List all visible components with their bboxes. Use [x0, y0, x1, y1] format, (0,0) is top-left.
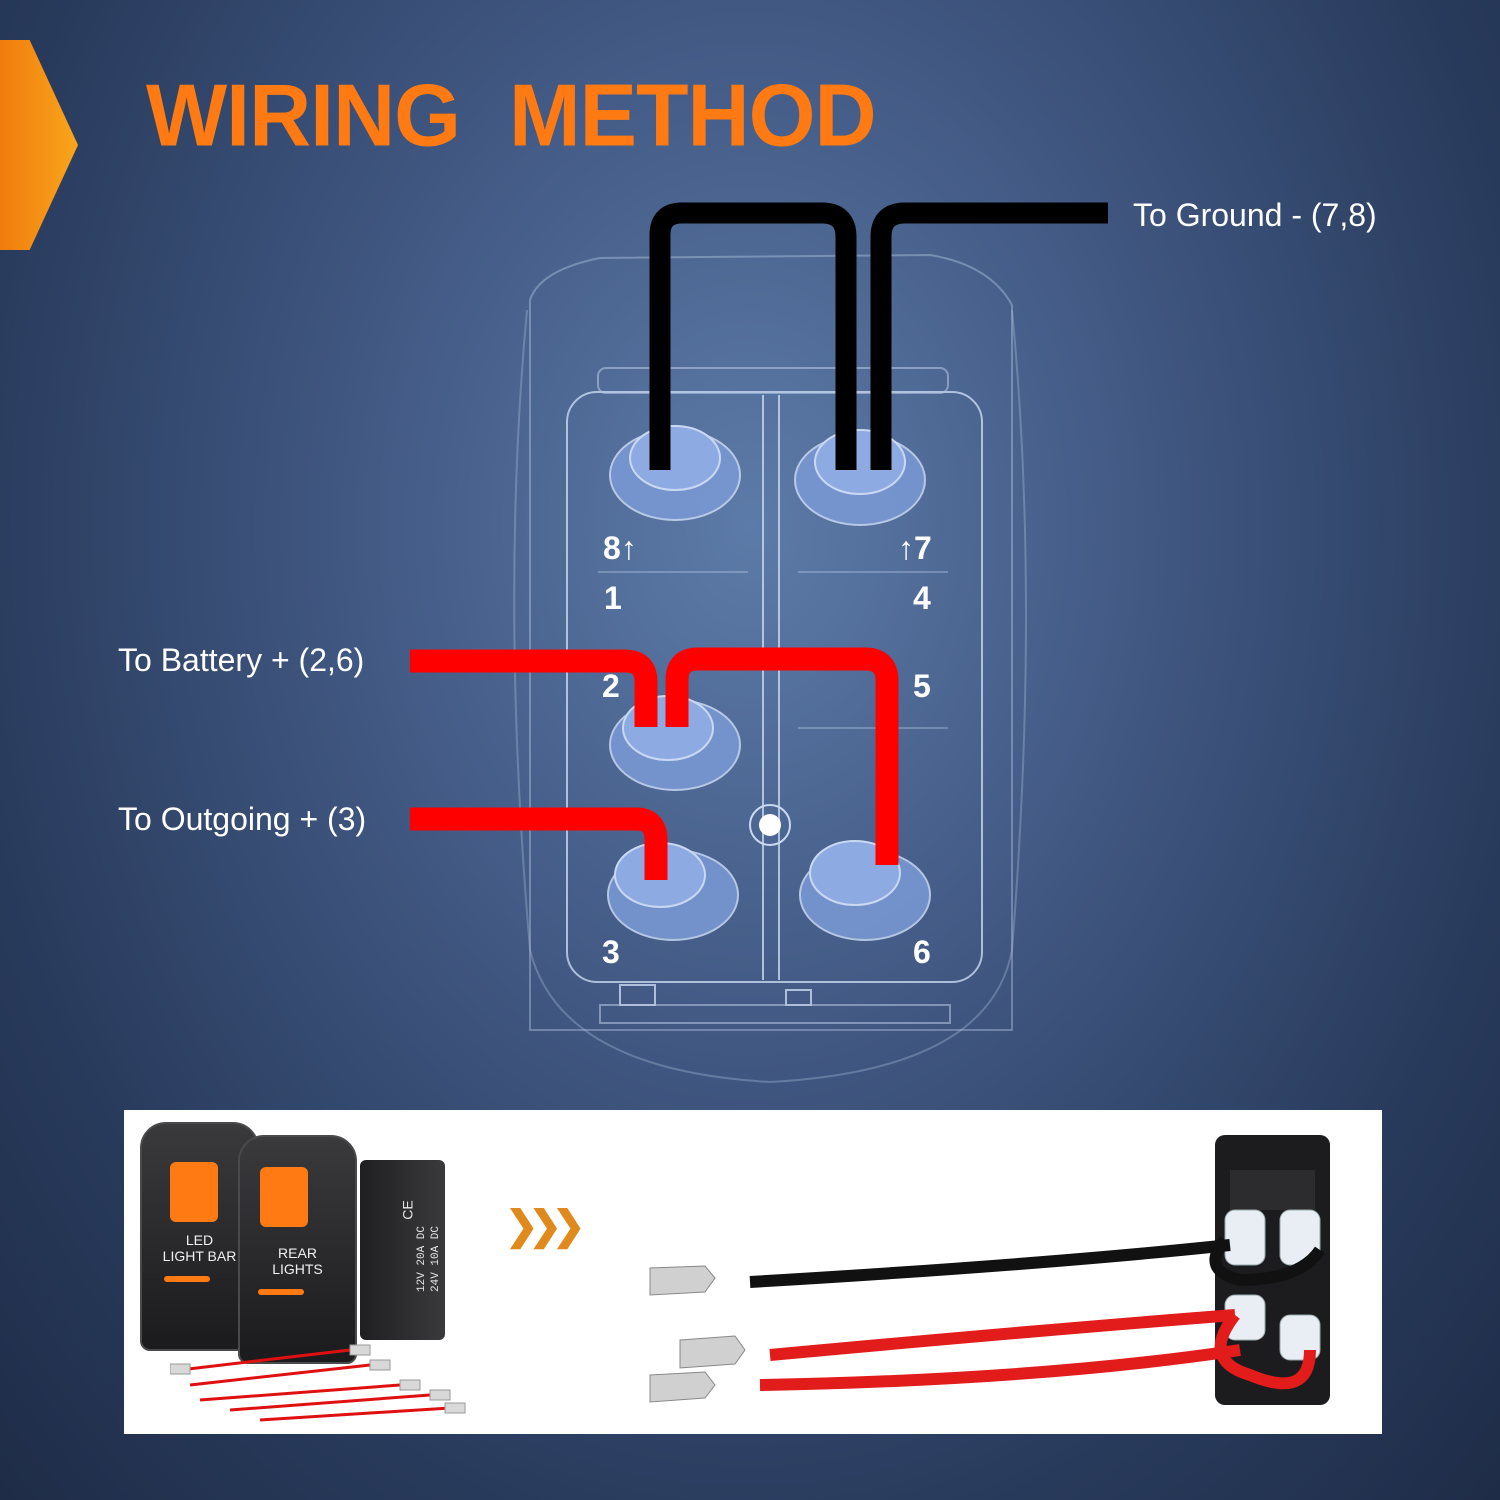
switch1-indicator — [164, 1276, 210, 1282]
pin-label-5: 5 — [913, 668, 931, 704]
pin-label-2: 2 — [602, 668, 620, 704]
pin-label-1: 1 — [604, 580, 622, 616]
center-led — [749, 804, 791, 846]
pin-label-7: ↑7 — [898, 530, 932, 566]
switch2-indicator — [258, 1289, 304, 1295]
ground-wires — [649, 202, 1108, 470]
outgoing-callout: To Outgoing + (3) — [118, 801, 367, 837]
pin-label-6: 6 — [913, 934, 931, 970]
terminal-3 — [607, 842, 739, 941]
pin-label-8: 8↑ — [603, 530, 637, 566]
wired-switch-photo — [649, 1135, 1330, 1405]
page-title: WIRING METHOD — [146, 67, 877, 165]
positive-wires — [410, 647, 899, 880]
switch2-label-line1: REAR — [278, 1245, 317, 1261]
rear-lights-icon — [260, 1167, 308, 1227]
switch-side-view: CE 12V 20A DC 24V 10A DC — [360, 1160, 445, 1340]
rating-line-2: 24V 10A DC — [430, 1225, 442, 1292]
terminal-7 — [794, 429, 926, 526]
terminal-6 — [799, 840, 931, 941]
ground-callout: To Ground - (7,8) — [1133, 197, 1377, 233]
switch1-label-line1: LED — [185, 1232, 214, 1248]
chevron-arrows-icon: ❯❯❯ — [505, 1204, 585, 1248]
pin-label-3: 3 — [602, 934, 620, 970]
pin-label-4: 4 — [913, 580, 931, 616]
rating-line-1: 12V 20A DC — [416, 1225, 428, 1292]
switch2-label-line2: LIGHTS — [272, 1261, 323, 1277]
switch1-label-line2: LIGHT BAR — [162, 1248, 237, 1264]
light-bar-icon — [170, 1162, 218, 1222]
switch-outline — [513, 253, 1027, 1084]
switch-rear-lights: REAR LIGHTS — [238, 1135, 357, 1364]
battery-callout: To Battery + (2,6) — [118, 642, 365, 678]
terminal-8 — [609, 425, 741, 521]
wire-harness-bundle — [170, 1344, 466, 1422]
wiring-diagram — [410, 202, 1108, 1084]
ce-mark: CE — [399, 1200, 416, 1220]
